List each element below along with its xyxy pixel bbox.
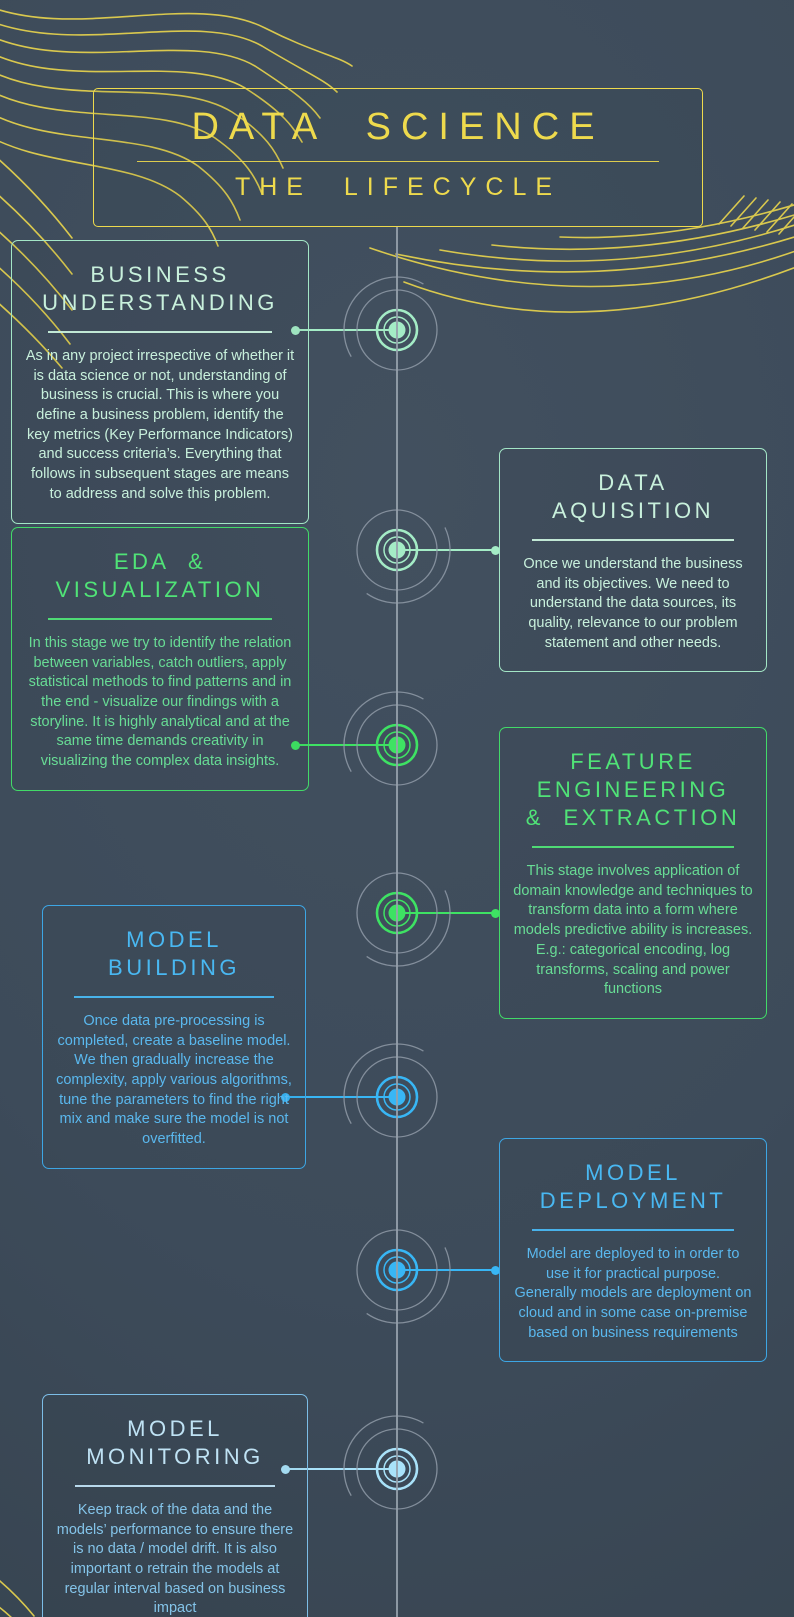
stage-card-business-understanding: BUSINESS UNDERSTANDING As in any project… [11, 240, 309, 524]
stage-description: Model are deployed to in order to use it… [514, 1245, 752, 1341]
stage-divider [47, 618, 273, 620]
connector-data-aquisition [397, 545, 500, 555]
stage-divider [531, 846, 735, 848]
connector-eda-visualization [291, 740, 397, 750]
connector-model-building [281, 1092, 397, 1102]
stage-title: DATA AQUISITION [551, 470, 715, 524]
stage-title: BUSINESS UNDERSTANDING [42, 262, 278, 316]
timeline-axis [396, 227, 398, 1617]
connector-dot [491, 908, 500, 918]
page-title: DATA SCIENCE [191, 106, 605, 148]
stage-card-eda-visualization: EDA & VISUALIZATION In this stage we try… [11, 527, 309, 791]
connector-business-understanding [291, 325, 397, 335]
stage-description: Once we understand the business and its … [523, 555, 743, 651]
stage-description: Once data pre-processing is completed, c… [56, 1012, 292, 1148]
wave-pattern-bottom-left-icon [0, 1579, 35, 1617]
connector-model-deployment [397, 1265, 500, 1275]
connector-dot [281, 1464, 290, 1474]
connector-model-monitoring [281, 1464, 397, 1474]
stage-title: FEATURE ENGINEERING & EXTRACTION [525, 749, 741, 831]
stage-divider [47, 331, 273, 333]
title-card: DATA SCIENCE THE LIFECYCLE [93, 88, 703, 227]
connector-feature-engineering [397, 908, 500, 918]
stage-divider [531, 1229, 735, 1231]
title-divider [136, 161, 660, 163]
stage-divider [74, 996, 274, 998]
wave-pattern-top-left-icon [0, 9, 353, 369]
stage-card-model-building: MODEL BUILDING Once data pre-processing … [42, 905, 306, 1169]
stage-card-feature-engineering: FEATURE ENGINEERING & EXTRACTION This st… [499, 727, 767, 1019]
stage-card-data-aquisition: DATA AQUISITION Once we understand the b… [499, 448, 767, 673]
stage-divider [74, 1485, 276, 1487]
connector-dot [281, 1092, 290, 1102]
wave-pattern-right-icon [369, 195, 794, 313]
stage-description: This stage involves application of domai… [513, 862, 753, 998]
stage-description: In this stage we try to identify the rel… [28, 634, 292, 770]
connector-dot [291, 325, 300, 335]
stage-card-model-monitoring: MODEL MONITORING Keep track of the data … [42, 1394, 308, 1617]
stage-title: MODEL BUILDING [108, 927, 240, 981]
stage-card-model-deployment: MODEL DEPLOYMENT Model are deployed to i… [499, 1138, 767, 1363]
stage-divider [531, 539, 735, 541]
connector-dot [291, 740, 300, 750]
stage-description: Keep track of the data and the models’ p… [56, 1501, 294, 1617]
connector-dot [491, 1265, 500, 1275]
stage-title: MODEL MONITORING [86, 1416, 264, 1470]
stage-title: EDA & VISUALIZATION [55, 549, 265, 603]
stage-description: As in any project irrespective of whethe… [25, 347, 295, 502]
connector-dot [491, 545, 500, 555]
stage-title: MODEL DEPLOYMENT [539, 1160, 727, 1214]
page-subtitle: THE LIFECYCLE [234, 173, 562, 202]
